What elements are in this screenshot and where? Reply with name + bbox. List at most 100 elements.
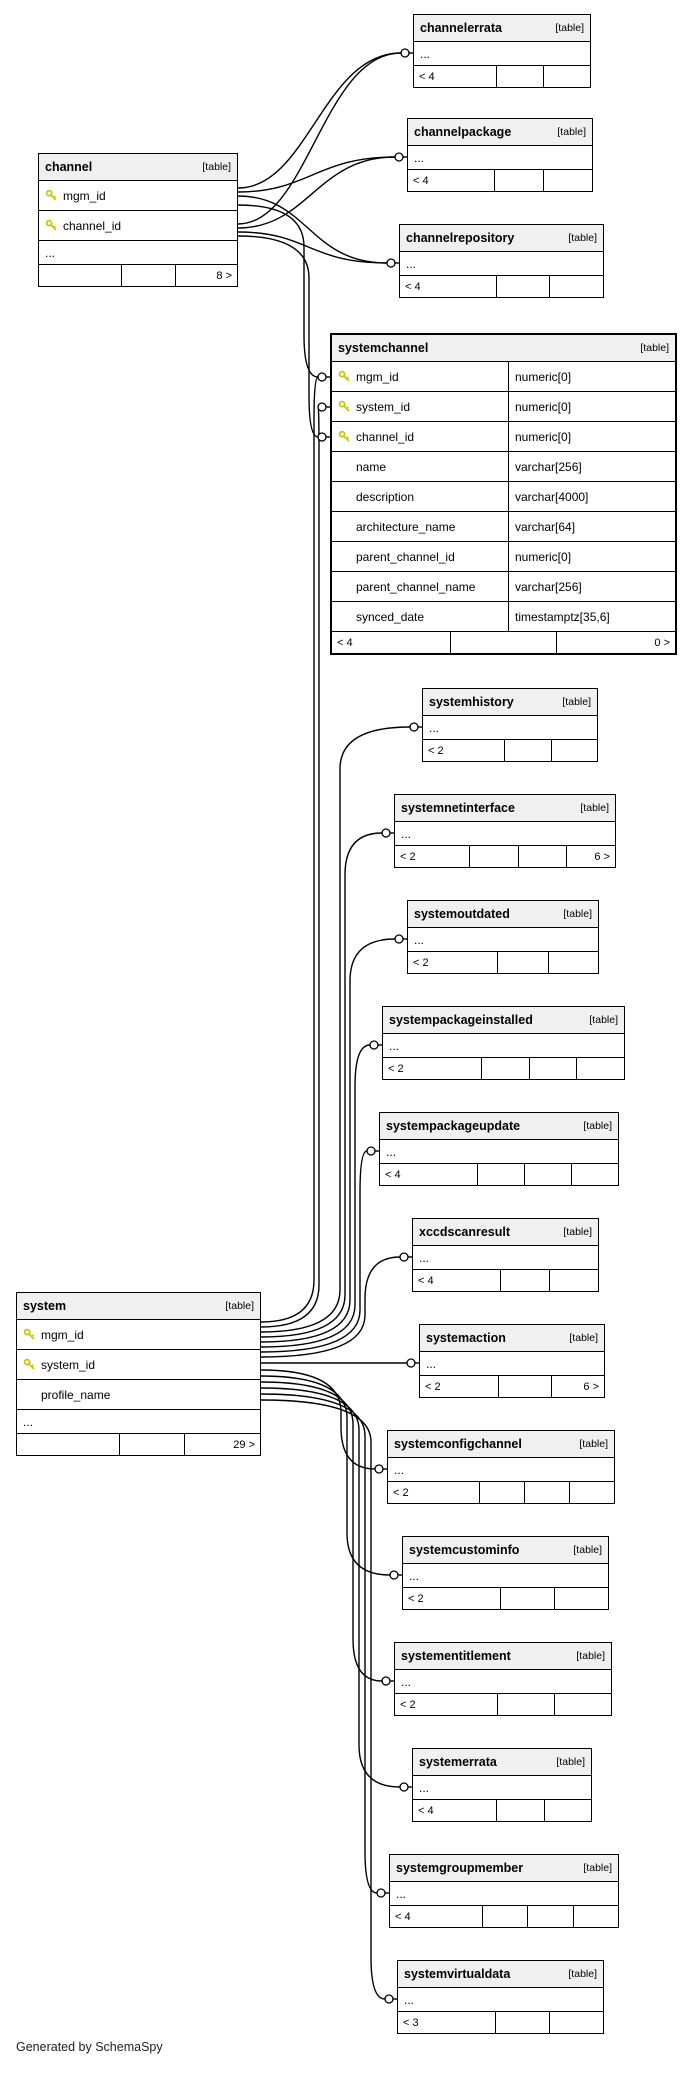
connector-circle — [400, 48, 410, 58]
connector-circle — [374, 1464, 384, 1474]
table-name: systemaction — [426, 1331, 506, 1345]
hidden-columns-row[interactable]: ... — [388, 1458, 614, 1482]
hidden-columns-row[interactable]: ... — [39, 241, 237, 265]
table-header[interactable]: xccdscanresult[table] — [413, 1219, 598, 1246]
table-systemcustominfo[interactable]: systemcustominfo[table]...< 2 — [402, 1536, 609, 1610]
ellipsis-label: ... — [414, 932, 425, 947]
table-header[interactable]: channel[table] — [39, 154, 237, 181]
key-spacer — [338, 550, 351, 563]
table-footer: < 2 — [403, 1588, 608, 1609]
table-footer: < 2 — [408, 952, 598, 973]
table-systementitlement[interactable]: systementitlement[table]...< 2 — [394, 1642, 612, 1716]
table-header[interactable]: systempackageinstalled[table] — [383, 1007, 624, 1034]
table-header[interactable]: systemnetinterface[table] — [395, 795, 615, 822]
table-name: systemvirtualdata — [404, 1967, 511, 1981]
table-name: xccdscanresult — [419, 1225, 511, 1239]
table-header[interactable]: systemaction[table] — [420, 1325, 604, 1352]
hidden-columns-row[interactable]: ... — [400, 252, 603, 276]
hidden-columns-row[interactable]: ... — [395, 1670, 611, 1694]
fk-edge-channel-to-channelrepository — [237, 195, 388, 264]
hidden-columns-row[interactable]: ... — [420, 1352, 604, 1376]
hidden-columns-row[interactable]: ... — [398, 1988, 603, 2012]
connector-circle — [389, 1570, 399, 1580]
table-systemerrata[interactable]: systemerrata[table]...< 4 — [412, 1748, 592, 1822]
table-systempackageinstalled[interactable]: systempackageinstalled[table]...< 2 — [382, 1006, 625, 1080]
hidden-columns-row[interactable]: ... — [380, 1140, 618, 1164]
table-header[interactable]: channelerrata[table] — [414, 15, 590, 42]
footer-cell: < 4 — [413, 174, 429, 187]
table-name: channelpackage — [414, 125, 512, 139]
hidden-columns-row[interactable]: ... — [403, 1564, 608, 1588]
column-type: varchar[256] — [508, 452, 675, 481]
hidden-columns-row[interactable]: ... — [17, 1410, 260, 1434]
table-systempackageupdate[interactable]: systempackageupdate[table]...< 4 — [379, 1112, 619, 1186]
column-name: system_id — [41, 1357, 96, 1372]
table-header[interactable]: systemoutdated[table] — [408, 901, 598, 928]
table-systemgroupmember[interactable]: systemgroupmember[table]...< 4 — [389, 1854, 619, 1928]
table-header[interactable]: channelpackage[table] — [408, 119, 592, 146]
table-header[interactable]: systemvirtualdata[table] — [398, 1961, 603, 1988]
table-header[interactable]: system[table] — [17, 1293, 260, 1320]
primary-key-icon — [23, 1358, 35, 1370]
hidden-columns-row[interactable]: ... — [383, 1034, 624, 1058]
table-footer: < 2 — [395, 1694, 611, 1715]
column-row-profile_name[interactable]: profile_name — [17, 1380, 260, 1410]
table-header[interactable]: systemchannel[table] — [332, 335, 675, 362]
table-tag: [table] — [640, 342, 669, 354]
table-xccdscanresult[interactable]: xccdscanresult[table]...< 4 — [412, 1218, 599, 1292]
table-systemvirtualdata[interactable]: systemvirtualdata[table]... < 3 — [397, 1960, 604, 2034]
footer-cell — [494, 2012, 549, 2033]
table-tag: [table] — [202, 161, 231, 173]
hidden-columns-row[interactable]: ... — [408, 928, 598, 952]
footer-cell — [548, 1270, 598, 1291]
hidden-columns-row[interactable]: ... — [414, 42, 590, 66]
hidden-columns-row[interactable]: ... — [413, 1246, 598, 1270]
table-channelerrata[interactable]: channelerrata[table]...< 4 — [413, 14, 591, 88]
table-systemhistory[interactable]: systemhistory[table]...< 2 — [422, 688, 598, 762]
column-row-system_id[interactable]: system_id — [17, 1350, 260, 1380]
hidden-columns-row[interactable]: ... — [413, 1776, 591, 1800]
footer-cell — [121, 265, 175, 286]
hidden-columns-row[interactable]: ... — [395, 822, 615, 846]
table-header[interactable]: systemconfigchannel[table] — [388, 1431, 614, 1458]
column-row-mgm_id[interactable]: mgm_id — [17, 1320, 260, 1350]
table-header[interactable]: systemcustominfo[table] — [403, 1537, 608, 1564]
hidden-columns-row[interactable]: ... — [390, 1882, 618, 1906]
column-row-channel_id[interactable]: channel_id — [39, 211, 237, 241]
table-header[interactable]: systemerrata[table] — [413, 1749, 591, 1776]
footer-cell: < 3 — [403, 2016, 419, 2029]
table-name: systempackageupdate — [386, 1119, 521, 1133]
table-channelrepository[interactable]: channelrepository[table]...< 4 — [399, 224, 604, 298]
table-systemconfigchannel[interactable]: systemconfigchannel[table]...< 2 — [387, 1430, 615, 1504]
table-header[interactable]: channelrepository[table] — [400, 225, 603, 252]
table-header[interactable]: systemgroupmember[table] — [390, 1855, 618, 1882]
table-systemoutdated[interactable]: systemoutdated[table]... < 2 — [407, 900, 599, 974]
connector-circle — [399, 1252, 409, 1262]
table-header[interactable]: systempackageupdate[table] — [380, 1113, 618, 1140]
hidden-columns-row[interactable]: ... — [408, 146, 592, 170]
hidden-columns-row[interactable]: ... — [423, 716, 597, 740]
table-header[interactable]: systemhistory[table] — [423, 689, 597, 716]
table-system[interactable]: system[table]mgm_id system_id profile_name… — [16, 1292, 261, 1456]
primary-key-icon — [338, 400, 350, 412]
table-channelpackage[interactable]: channelpackage[table]... < 4 — [407, 118, 593, 192]
column-name: description — [356, 489, 415, 504]
footer-cell — [550, 740, 598, 761]
table-header[interactable]: systementitlement[table] — [395, 1643, 611, 1670]
column-row-mgm_id[interactable]: mgm_id — [39, 181, 237, 211]
